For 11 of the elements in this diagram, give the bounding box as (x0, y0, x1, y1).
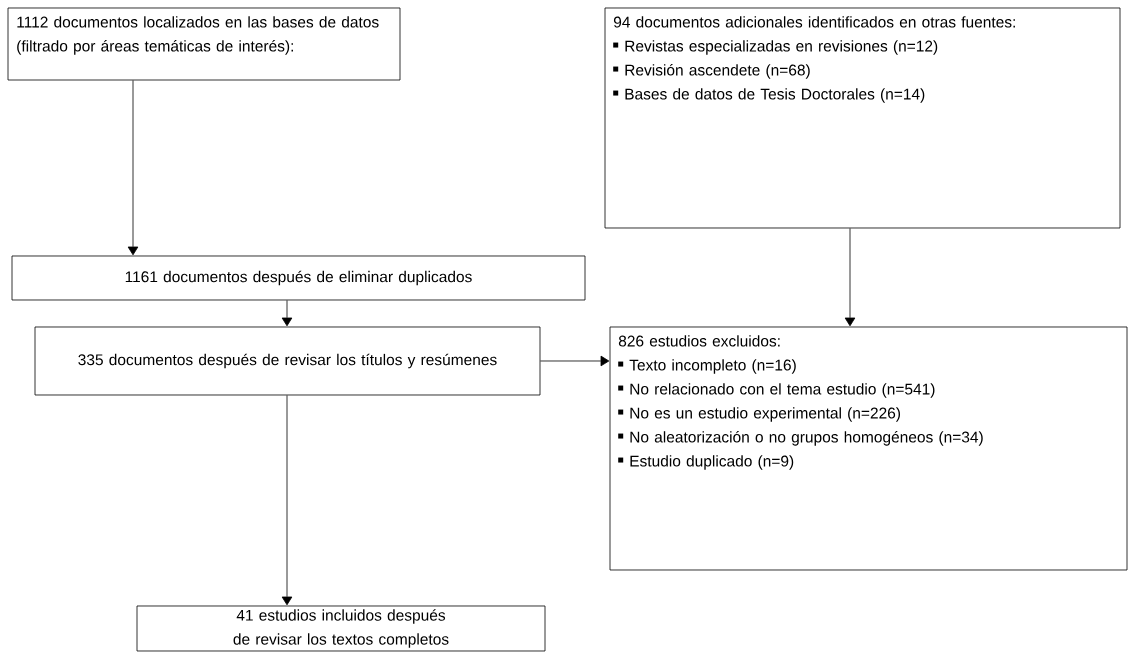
arrow (127, 80, 139, 256)
arrow (281, 300, 293, 327)
process-box: 1112 documentos localizados en las bases de datos (filtrado por áreas temáticas de interés): (7, 7, 401, 81)
arrow (540, 355, 610, 367)
process-box: 41 estudios incluidos después de revisar los textos completos (136, 605, 546, 652)
process-box: 94 documentos adicionales identificados en otras fuentes: Revistas especializadas en revisiones (n=12) Revisión ascendete (n=68) Bases de datos de Tesis Doctorales (n=14) (604, 7, 1121, 229)
process-box: 1161 documentos después de eliminar duplicados (11, 255, 586, 301)
arrow (281, 395, 293, 606)
process-box: 335 documentos después de revisar los títulos y resúmenes (34, 326, 541, 396)
arrow (844, 228, 856, 327)
process-box: 826 estudios excluidos: Texto incompleto (n=16) No relacionado con el tema estudio (n=541) No es un estudio experimental (n=226) No aleatorización o no grupos homogéneos (n=34) Estudio duplicado (n=9) (609, 326, 1128, 571)
